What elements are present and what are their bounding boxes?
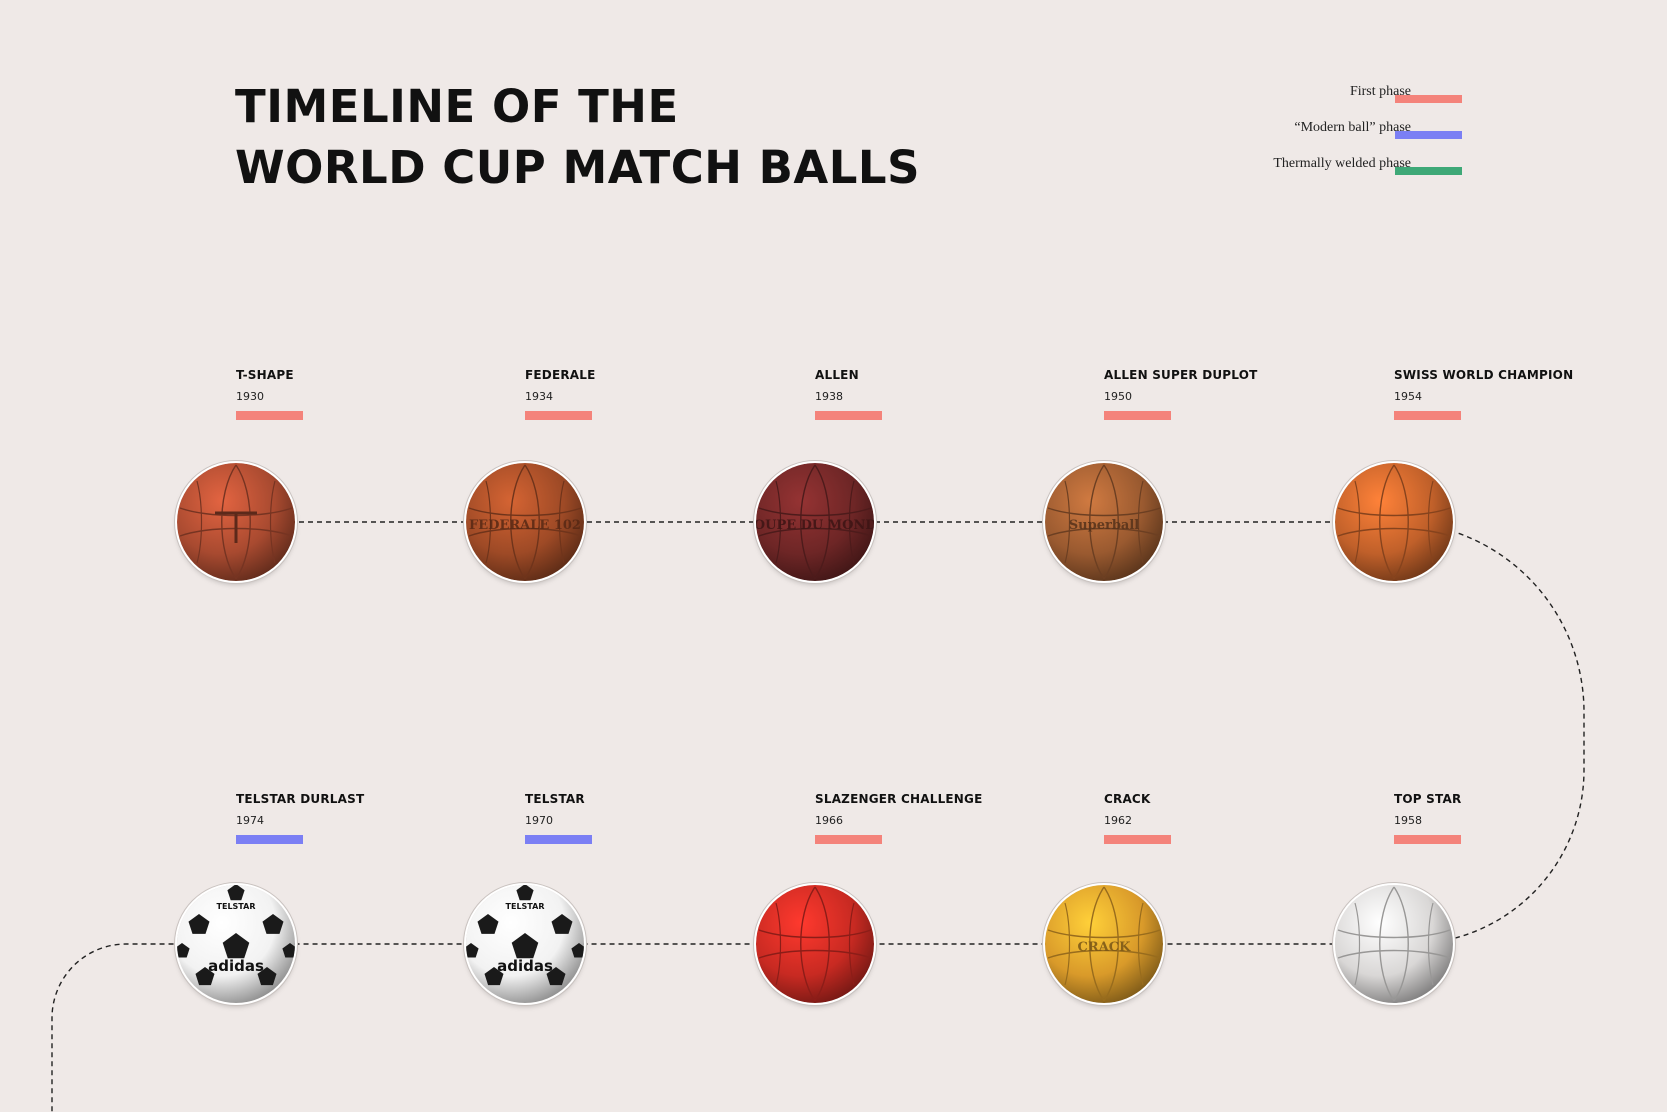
phase-bar-first (1394, 835, 1461, 844)
ball-label-2: ALLEN 1938 (815, 368, 1105, 420)
phase-bar-first (525, 411, 592, 420)
ball-year: 1954 (1394, 390, 1422, 403)
ball-name: SLAZENGER CHALLENGE (815, 792, 983, 806)
ball-year: 1958 (1394, 814, 1422, 827)
svg-text:Superball: Superball (1069, 518, 1140, 533)
ball-name: TELSTAR (525, 792, 585, 806)
legend-item-modern-phase: “Modern ball” phase (1140, 120, 1462, 140)
ball-year: 1974 (236, 814, 264, 827)
ball-label-8: TELSTAR 1970 (525, 792, 815, 844)
ball-year: 1966 (815, 814, 843, 827)
legend-swatch-first (1395, 95, 1462, 103)
match-ball-top-star (1335, 885, 1453, 1003)
ball-label-0: T-SHAPE 1930 (236, 368, 526, 420)
svg-text:FEDERALE 102: FEDERALE 102 (469, 518, 581, 533)
svg-text:TELSTAR: TELSTAR (506, 902, 545, 911)
ball-year: 1970 (525, 814, 553, 827)
legend-swatch-modern (1395, 131, 1462, 139)
ball-name: FEDERALE (525, 368, 596, 382)
phase-bar-first (815, 835, 882, 844)
legend-label: “Modern ball” phase (1294, 120, 1411, 135)
legend-swatch-welded (1395, 167, 1462, 175)
ball-year: 1938 (815, 390, 843, 403)
match-ball-telstar: adidas TELSTAR (466, 885, 584, 1003)
match-ball-federale: FEDERALE 102 (466, 463, 584, 581)
match-ball-crack: CRACK (1045, 885, 1163, 1003)
phase-bar-first (1104, 411, 1171, 420)
ball-label-4: SWISS WORLD CHAMPION 1954 (1394, 368, 1667, 420)
match-ball-allen-super-duplot: Superball (1045, 463, 1163, 581)
svg-text:adidas: adidas (208, 957, 264, 975)
ball-year: 1950 (1104, 390, 1132, 403)
phase-legend: First phase “Modern ball” phase Thermall… (1140, 84, 1462, 192)
ball-name: TOP STAR (1394, 792, 1462, 806)
ball-year: 1934 (525, 390, 553, 403)
ball-name: TELSTAR DURLAST (236, 792, 365, 806)
match-ball-telstar-durlast: adidas TELSTAR (177, 885, 295, 1003)
legend-label: Thermally welded phase (1273, 156, 1411, 171)
page-title: TIMELINE OF THE WORLD CUP MATCH BALLS (235, 76, 920, 198)
svg-text:CRACK: CRACK (1078, 940, 1132, 955)
ball-label-7: SLAZENGER CHALLENGE 1966 (815, 792, 1105, 844)
match-ball-allen: COUPE DU MONDE (756, 463, 874, 581)
title-line-2: WORLD CUP MATCH BALLS (235, 141, 920, 194)
phase-bar-modern (525, 835, 592, 844)
ball-name: ALLEN (815, 368, 859, 382)
ball-name: CRACK (1104, 792, 1151, 806)
ball-name: T-SHAPE (236, 368, 294, 382)
phase-bar-first (1104, 835, 1171, 844)
ball-label-3: ALLEN SUPER DUPLOT 1950 (1104, 368, 1394, 420)
svg-text:adidas: adidas (497, 957, 553, 975)
legend-item-welded-phase: Thermally welded phase (1140, 156, 1462, 176)
phase-bar-first (236, 411, 303, 420)
legend-item-first-phase: First phase (1140, 84, 1462, 104)
ball-name: SWISS WORLD CHAMPION (1394, 368, 1574, 382)
ball-label-9: TELSTAR DURLAST 1974 (236, 792, 526, 844)
phase-bar-first (1394, 411, 1461, 420)
ball-year: 1962 (1104, 814, 1132, 827)
title-line-1: TIMELINE OF THE (235, 80, 679, 133)
ball-label-5: TOP STAR 1958 (1394, 792, 1667, 844)
phase-bar-first (815, 411, 882, 420)
ball-name: ALLEN SUPER DUPLOT (1104, 368, 1258, 382)
svg-text:TELSTAR: TELSTAR (217, 902, 256, 911)
phase-bar-modern (236, 835, 303, 844)
ball-year: 1930 (236, 390, 264, 403)
svg-text:COUPE DU MONDE: COUPE DU MONDE (756, 518, 874, 533)
match-ball-swiss-world-champion (1335, 463, 1453, 581)
ball-label-1: FEDERALE 1934 (525, 368, 815, 420)
match-ball-t-shape (177, 463, 295, 581)
match-ball-slazenger-challenge (756, 885, 874, 1003)
ball-label-6: CRACK 1962 (1104, 792, 1394, 844)
